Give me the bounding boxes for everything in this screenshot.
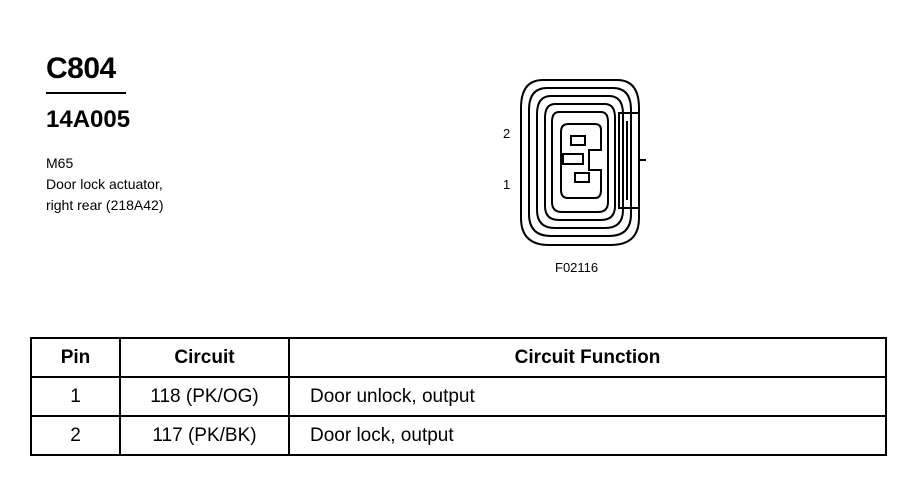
pin-1-terminal [574,172,590,183]
connector-inner-ring [551,111,609,213]
table-row: 2 117 (PK/BK) Door lock, output [30,415,887,456]
header-circuit-function: Circuit Function [288,337,887,378]
description-line-1: Door lock actuator, [46,176,163,192]
connector-shell-ring-2 [528,87,632,237]
cell-function: Door unlock, output [288,376,887,417]
connector-shell-ring-3 [536,95,624,229]
header-circuit: Circuit [119,337,290,378]
pin-label-2: 2 [503,126,511,141]
header-pin: Pin [30,337,121,378]
figure-code: F02116 [555,260,599,275]
location-code: M65 [46,155,74,171]
table-row: 1 118 (PK/OG) Door unlock, output [30,376,887,417]
cell-pin: 1 [30,376,121,417]
pin-slot [562,153,584,165]
description-line-2: right rear (218A42) [46,197,164,213]
cell-function: Door lock, output [288,415,887,456]
connector-shell-ring-4 [544,103,616,221]
connector-face-diagram [520,79,646,246]
pin-label-1: 1 [503,177,511,192]
title-underline [46,92,126,94]
pin-cavity-block [560,123,602,199]
connector-id: C804 [46,52,116,85]
pin-2-terminal [570,135,586,146]
pin-circuit-table: Pin Circuit Circuit Function 1 118 (PK/O… [30,337,887,456]
connector-description: M65 Door lock actuator, right rear (218A… [46,153,164,216]
part-number: 14A005 [46,106,131,133]
cell-circuit: 118 (PK/OG) [119,376,290,417]
cell-circuit: 117 (PK/BK) [119,415,290,456]
table-header-row: Pin Circuit Circuit Function [30,337,887,378]
cell-pin: 2 [30,415,121,456]
connector-outer-shell [520,79,640,246]
